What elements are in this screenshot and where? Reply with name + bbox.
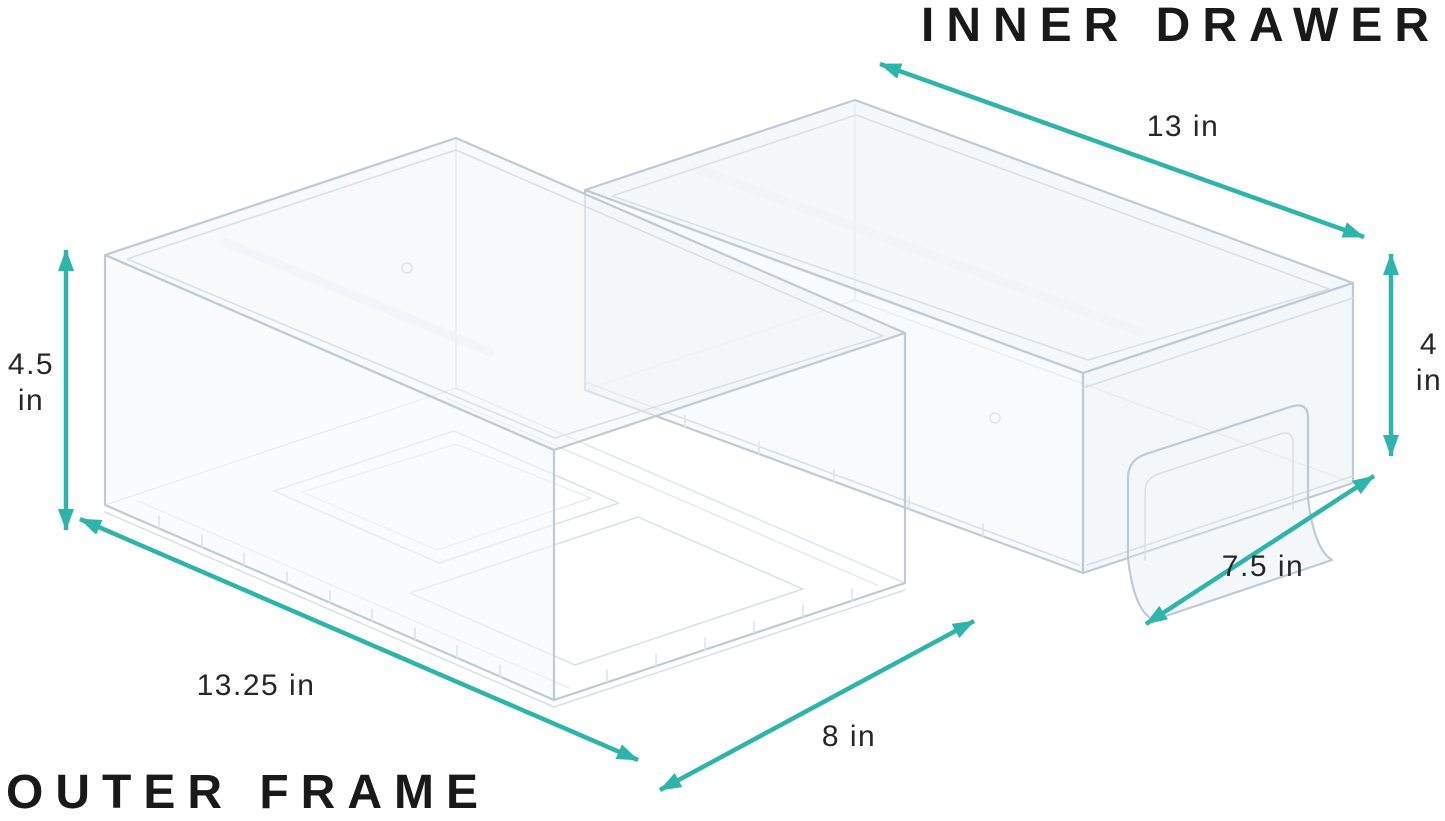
inner-drawer-title: INNER DRAWER: [920, 0, 1441, 52]
dim-outer-height-unit: in: [17, 384, 45, 417]
dim-label-outer-height: 4.5 in: [8, 347, 54, 419]
drawer-rim-lines: [584, 114, 1354, 566]
dim-label-inner-height: 4 in: [1416, 327, 1442, 399]
drawer-bottom-ridges: [684, 414, 984, 537]
arrow-inner-width: [1144, 474, 1376, 626]
arrow-outer-width: [658, 619, 976, 792]
dim-label-outer-length: 13.25 in: [196, 669, 316, 702]
dim-label-inner-length: 13 in: [1146, 110, 1220, 143]
arrow-inner-length: [879, 61, 1365, 240]
dim-outer-height-value: 4.5: [7, 348, 55, 381]
drawer-handle: [1126, 404, 1310, 560]
dimension-arrows: [58, 61, 1399, 792]
arrow-outer-length: [79, 516, 639, 763]
outer-frame-title: OUTER FRAME: [6, 766, 490, 819]
drawer-mold-dot: [989, 412, 1001, 424]
dim-label-inner-width: 7.5 in: [1221, 550, 1305, 583]
dim-inner-height-value: 4: [1419, 328, 1439, 361]
dim-label-outer-width: 8 in: [821, 720, 877, 753]
dim-inner-height-unit: in: [1415, 364, 1443, 397]
drawer-top-reflection: [695, 165, 1145, 337]
frame-top-reflection: [220, 237, 495, 357]
frame-mold-dot: [401, 262, 413, 274]
